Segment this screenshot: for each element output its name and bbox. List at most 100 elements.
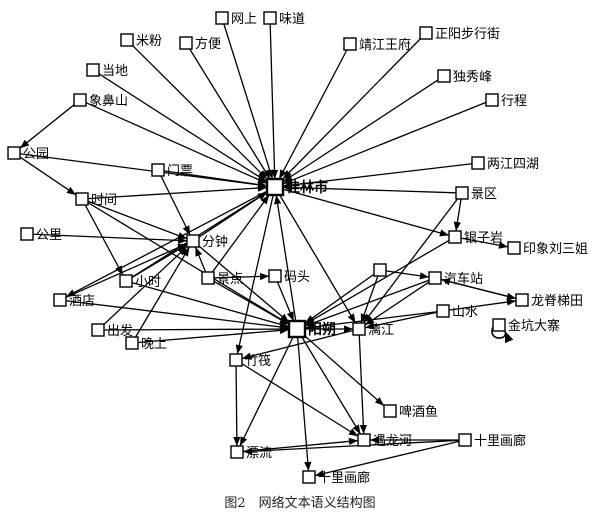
node-label-zhufa: 竹筏 xyxy=(245,353,271,369)
node-label-fangbian: 方便 xyxy=(195,36,221,52)
edge-shijian-to-fenzhong xyxy=(87,200,188,240)
node-yulonghe: 遇龙河 xyxy=(357,433,412,449)
edge-matou-to-yangshuo xyxy=(276,281,295,322)
node-menpiao: 门票 xyxy=(151,163,193,179)
node-qichezhan: 汽车站 xyxy=(428,271,483,287)
edge-jingdian-to-guilin xyxy=(211,194,270,273)
node-box-longji xyxy=(515,293,529,307)
edge-yangshuo-to-pijiuyu xyxy=(304,335,385,407)
node-box-gongli xyxy=(20,227,34,241)
node-box-liangjiang xyxy=(471,156,485,170)
node-label-zhengyang: 正阳步行街 xyxy=(435,27,500,42)
node-label-duxiufeng: 独秀峰 xyxy=(453,70,492,85)
node-label-gongyuan: 公园 xyxy=(23,147,49,162)
node-pijiuyu: 啤酒鱼 xyxy=(383,404,438,420)
node-zhengyang: 正阳步行街 xyxy=(419,26,500,42)
node-matou: 码头 xyxy=(268,269,310,285)
edge-wanshang-to-fenzhong xyxy=(135,246,190,338)
node-mifen: 米粉 xyxy=(120,33,162,49)
node-layer: 网上味道米粉方便靖江王府正阳步行街当地独秀峰象鼻山行程公园门票两江四湖桂林市时间… xyxy=(7,11,588,486)
node-box-jingqu xyxy=(455,186,469,200)
edge-yangshuo-to-yulonghe xyxy=(301,336,361,435)
node-label-jinkeng: 金坑大寨 xyxy=(508,318,560,334)
edge-xiangbishan-to-guilin xyxy=(85,102,268,185)
node-box-weidao xyxy=(263,11,277,25)
node-gongli: 公里 xyxy=(20,227,62,243)
node-lijiang: 漓江 xyxy=(352,322,394,338)
node-guilin: 桂林市 xyxy=(265,177,328,197)
node-shanshui: 山水 xyxy=(436,304,478,320)
node-box-matou xyxy=(268,269,282,283)
node-jingdian: 景点 xyxy=(201,271,243,287)
edge-longji-to-qichezhan xyxy=(440,278,517,300)
edge-fangbian-to-guilin xyxy=(189,48,271,180)
node-shilihualang_b: 十里画廊 xyxy=(302,470,370,486)
node-label-wanshang: 晚上 xyxy=(141,337,167,352)
edge-guilin-to-jiudian xyxy=(65,190,268,298)
node-label-shilihualang_r: 十里画廊 xyxy=(474,433,526,449)
node-box-yinziyan xyxy=(448,230,462,244)
node-label-gongli: 公里 xyxy=(36,228,62,243)
node-dangdi: 当地 xyxy=(86,63,128,79)
edge-jingjiang-to-guilin xyxy=(278,49,348,180)
edge-mifen-to-guilin xyxy=(132,45,268,180)
node-label-weidao: 味道 xyxy=(279,12,305,27)
node-box-fangbian xyxy=(179,36,193,50)
edge-jingqu-to-guilin xyxy=(282,183,457,194)
node-box-piaoliu xyxy=(230,445,244,459)
node-yangshuo: 阳朔 xyxy=(287,319,336,339)
edge-jinkeng-self-loop xyxy=(491,326,514,344)
node-label-jiudian: 酒店 xyxy=(69,294,95,309)
edge-gongli-to-fenzhong xyxy=(32,233,188,245)
node-box-shijian xyxy=(75,192,89,206)
edge-yinziyan-to-yinxiang xyxy=(460,237,509,249)
node-jinkeng: 金坑大寨 xyxy=(492,318,560,334)
node-label-pijiuyu: 啤酒鱼 xyxy=(399,404,438,420)
node-jiudian: 酒店 xyxy=(53,293,95,309)
edge-jingdian-to-yangshuo xyxy=(213,280,290,325)
node-duxiufeng: 独秀峰 xyxy=(437,69,492,85)
node-label-qichezhan: 汽车站 xyxy=(444,271,483,287)
node-nolabel xyxy=(373,263,387,277)
edge-wangshang-to-guilin xyxy=(223,23,274,180)
node-xiaoshi: 小时 xyxy=(119,274,161,290)
edge-nolabel-to-yangshuo xyxy=(304,273,375,324)
edge-jingqu-to-lijiang xyxy=(363,198,458,324)
edge-shanshui-to-lijiang xyxy=(364,311,438,330)
edge-duxiufeng-to-guilin xyxy=(282,79,439,183)
node-gongyuan: 公园 xyxy=(7,146,49,162)
edge-liangjiang-to-guilin xyxy=(282,163,473,189)
node-label-xiaoshi: 小时 xyxy=(135,275,161,290)
edge-xingcheng-to-guilin xyxy=(282,101,487,185)
edge-gongyuan-to-guilin xyxy=(19,153,268,189)
node-box-wanshang xyxy=(125,336,139,350)
node-xiangbishan: 象鼻山 xyxy=(73,93,128,109)
node-piaoliu: 漂流 xyxy=(230,445,272,461)
edge-shilihualang_r-to-piaoliu xyxy=(242,439,460,455)
node-xingcheng: 行程 xyxy=(485,93,527,109)
node-label-lijiang: 漓江 xyxy=(368,322,394,338)
edge-qichezhan-to-yangshuo xyxy=(304,279,430,327)
node-label-xingcheng: 行程 xyxy=(501,94,527,109)
node-label-liangjiang: 两江四湖 xyxy=(487,157,539,172)
node-zhufa: 竹筏 xyxy=(229,353,271,369)
node-longji: 龙脊梯田 xyxy=(515,293,583,309)
edge-guilin-to-zhufa xyxy=(235,194,274,355)
node-box-mifen xyxy=(120,33,134,47)
edge-jingqu-to-yinziyan xyxy=(453,198,462,232)
node-wangshang: 网上 xyxy=(215,11,257,27)
node-box-duxiufeng xyxy=(437,69,451,83)
node-box-jingjiang xyxy=(343,37,357,51)
node-jingqu: 景区 xyxy=(455,186,497,202)
node-wanshang: 晚上 xyxy=(125,336,167,352)
node-box-zhengyang xyxy=(419,26,433,40)
node-box-lijiang xyxy=(352,322,366,336)
edge-jiudian-to-yangshuo xyxy=(65,300,290,331)
node-label-chufa: 出发 xyxy=(107,323,133,339)
node-box-jinkeng xyxy=(492,318,506,332)
edge-xiaoshi-to-yangshuo xyxy=(131,282,290,328)
node-label-guilin: 桂林市 xyxy=(285,179,328,196)
edge-xiangbishan-to-gongyuan xyxy=(19,104,75,149)
edge-zhengyang-to-guilin xyxy=(282,38,421,180)
